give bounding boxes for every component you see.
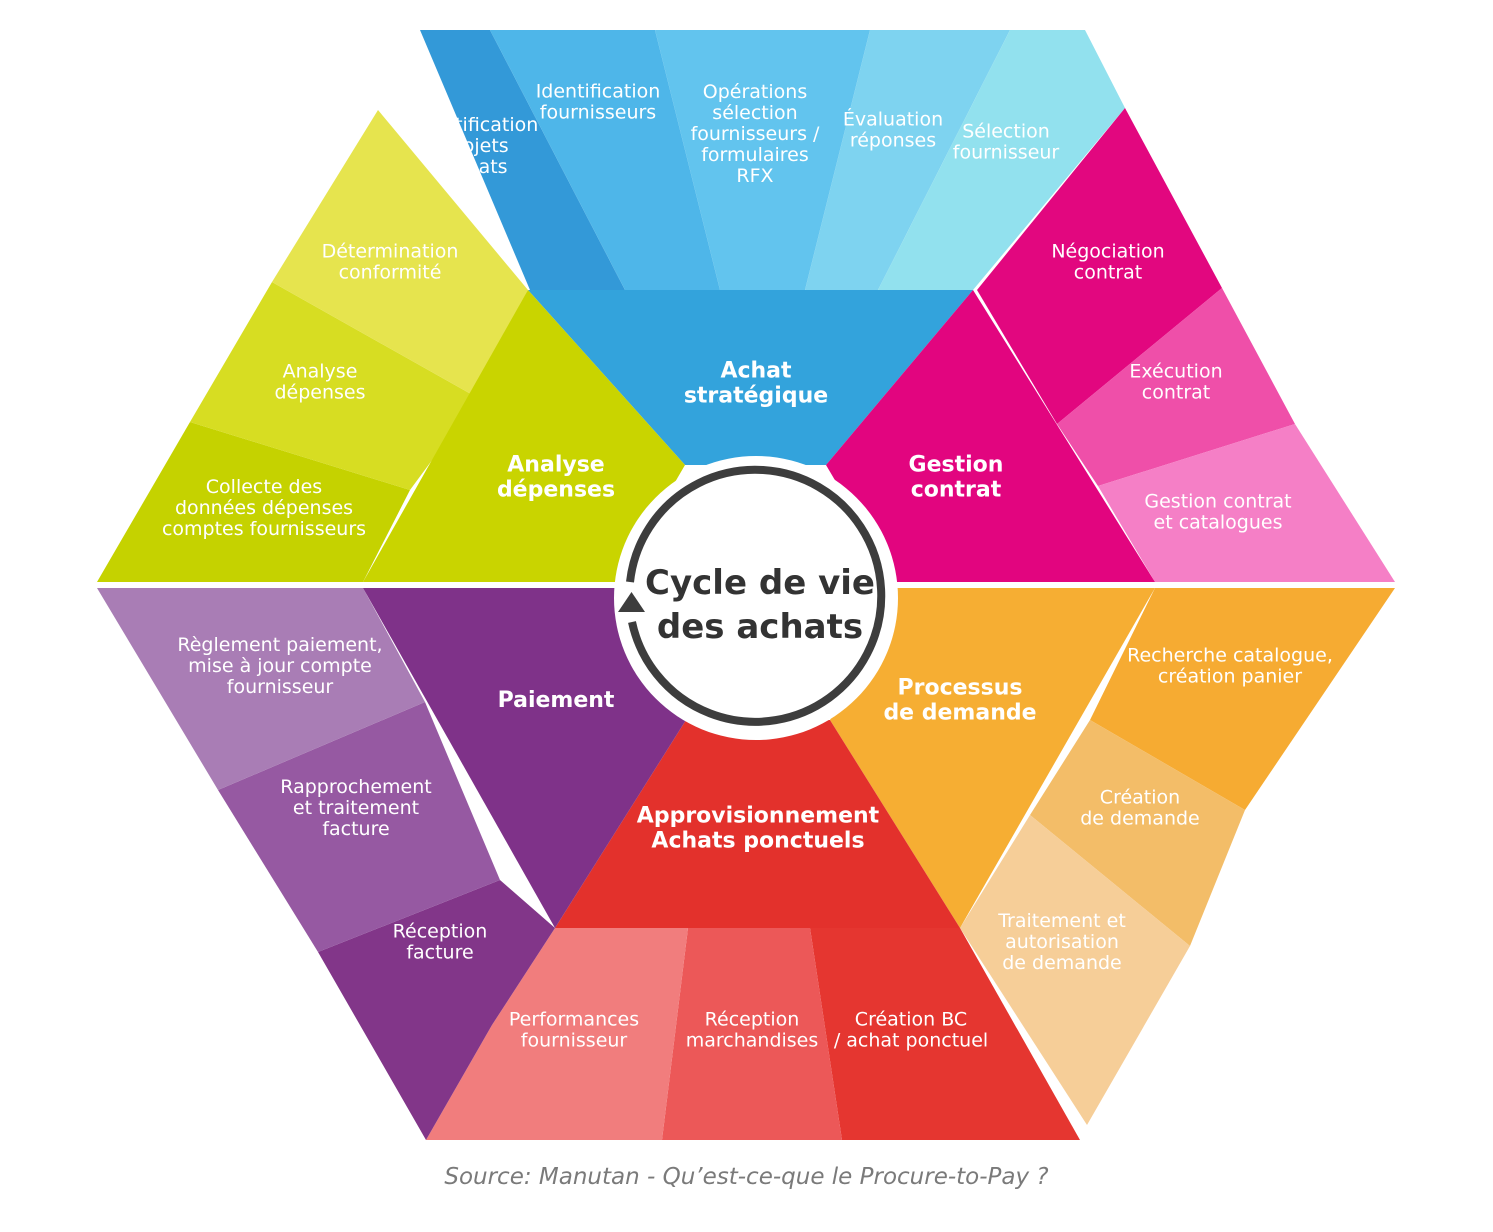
- center-title-line2: des achats: [657, 607, 863, 647]
- phase-label-processus: de demande: [883, 701, 1036, 726]
- step-label-paiement-3: Règlement paiement,: [177, 634, 382, 656]
- step-label-gestion-1: Négociation: [1051, 241, 1164, 263]
- cycle-arrowhead-icon: [618, 592, 645, 612]
- inner-phase-triangles: AchatstratégiqueGestioncontratProcessusd…: [363, 290, 1155, 928]
- center-circle: Cycle de vie des achats: [614, 456, 898, 740]
- step-label-analyse-3: conformité: [339, 262, 442, 284]
- step-segment-achat-1: [420, 30, 625, 290]
- step-segment-achat-4: [805, 30, 1010, 290]
- step-segment-processus-1: [1090, 588, 1395, 810]
- phase-label-appro: Achats ponctuels: [651, 829, 864, 854]
- step-label-achat-3: fournisseurs /: [691, 123, 820, 145]
- step-label-paiement-3: fournisseur: [227, 676, 334, 698]
- step-label-achat-3: sélection: [712, 102, 797, 124]
- source-caption: Source: Manutan - Qu’est-ce-que le Procu…: [444, 1164, 1049, 1190]
- step-segment-paiement-1: [318, 880, 555, 1140]
- step-label-processus-3: autorisation: [1005, 931, 1119, 953]
- step-segment-processus-2: [1030, 720, 1245, 946]
- step-label-processus-2: Création: [1100, 787, 1180, 809]
- center-disc: [614, 456, 898, 740]
- step-label-appro-1: / achat ponctuel: [834, 1030, 988, 1052]
- step-segment-gestion-1: [977, 108, 1222, 424]
- step-label-paiement-2: et traitement: [293, 797, 419, 819]
- step-label-achat-1: projets: [443, 135, 508, 157]
- phase-label-appro: Approvisionnement: [637, 804, 880, 829]
- phase-label-analyse: dépenses: [497, 478, 615, 503]
- step-label-achat-4: réponses: [850, 130, 936, 152]
- step-label-appro-1: Création BC: [855, 1009, 967, 1031]
- step-label-analyse-1: Collecte des: [206, 476, 322, 498]
- step-label-paiement-1: Réception: [393, 921, 488, 943]
- step-segment-analyse-3: [272, 110, 528, 398]
- step-label-analyse-2: dépenses: [274, 382, 365, 404]
- step-label-achat-2: fournisseurs: [540, 102, 656, 124]
- step-label-achat-3: formulaires: [701, 144, 809, 166]
- step-label-processus-2: de demande: [1080, 808, 1199, 830]
- center-title-line1: Cycle de vie: [645, 563, 875, 603]
- phase-label-gestion: Gestion: [909, 453, 1004, 478]
- step-label-gestion-1: contrat: [1074, 262, 1142, 284]
- phase-label-gestion: contrat: [911, 478, 1002, 503]
- step-label-achat-5: fournisseur: [953, 142, 1060, 164]
- step-segment-processus-3: [960, 815, 1190, 1125]
- step-label-paiement-2: Rapprochement: [280, 776, 431, 798]
- step-segment-gestion-3: [1098, 424, 1395, 582]
- step-label-analyse-3: Détermination: [322, 241, 459, 263]
- step-label-gestion-2: contrat: [1142, 382, 1210, 404]
- phase-triangle-appro: [555, 720, 960, 928]
- step-segment-analyse-1: [97, 422, 410, 582]
- step-segment-paiement-2: [218, 702, 500, 952]
- phase-triangle-processus: [830, 588, 1155, 928]
- step-label-gestion-3: et catalogues: [1154, 512, 1283, 534]
- step-label-achat-3: RFX: [736, 165, 773, 187]
- step-segment-analyse-2: [190, 282, 478, 490]
- step-label-paiement-1: facture: [406, 942, 473, 964]
- step-label-analyse-2: Analyse: [283, 361, 358, 383]
- phase-label-processus: Processus: [898, 676, 1023, 701]
- step-segment-paiement-3: [97, 588, 425, 790]
- step-label-appro-3: Performances: [509, 1009, 639, 1031]
- outer-step-segments: IdentificationprojetsachatsIdentificatio…: [97, 30, 1395, 1140]
- step-label-appro-2: marchandises: [686, 1030, 819, 1052]
- step-segment-achat-5: [878, 30, 1125, 290]
- step-label-analyse-1: données dépenses: [175, 497, 353, 519]
- step-label-achat-4: Évaluation: [843, 108, 943, 131]
- step-label-processus-1: création panier: [1158, 666, 1302, 688]
- phase-label-achat: Achat: [720, 359, 792, 384]
- step-label-appro-3: fournisseur: [521, 1030, 628, 1052]
- step-segment-gestion-2: [1057, 288, 1295, 486]
- phase-label-analyse: Analyse: [507, 453, 604, 478]
- step-label-processus-1: Recherche catalogue,: [1127, 645, 1333, 667]
- step-label-gestion-3: Gestion contrat: [1144, 491, 1291, 513]
- step-segment-appro-1: [810, 928, 1080, 1140]
- step-label-processus-3: de demande: [1002, 952, 1121, 974]
- step-label-achat-2: Identification: [536, 81, 661, 103]
- phase-triangle-gestion: [826, 290, 1155, 582]
- step-segment-appro-3: [426, 928, 688, 1140]
- step-label-processus-3: Traitement et: [997, 910, 1126, 932]
- step-segment-appro-2: [662, 928, 842, 1140]
- phase-label-paiement: Paiement: [498, 688, 615, 713]
- step-label-analyse-1: comptes fournisseurs: [162, 518, 366, 540]
- cycle-arrow-ring: [626, 465, 886, 726]
- step-label-achat-5: Sélection: [962, 121, 1050, 143]
- step-label-gestion-2: Exécution: [1129, 361, 1222, 383]
- step-label-achat-3: Opérations: [703, 81, 807, 103]
- phase-triangle-achat: [528, 290, 973, 465]
- step-segment-achat-3: [655, 30, 870, 290]
- step-label-paiement-3: mise à jour compte: [188, 655, 372, 677]
- step-label-achat-1: achats: [444, 156, 507, 178]
- phase-label-achat: stratégique: [684, 384, 828, 409]
- step-label-achat-1: Identification: [414, 114, 539, 136]
- phase-triangle-analyse: [363, 290, 685, 582]
- step-label-appro-2: Réception: [705, 1009, 800, 1031]
- step-label-paiement-2: facture: [322, 818, 389, 840]
- phase-triangle-paiement: [363, 588, 686, 928]
- step-segment-achat-2: [490, 30, 720, 290]
